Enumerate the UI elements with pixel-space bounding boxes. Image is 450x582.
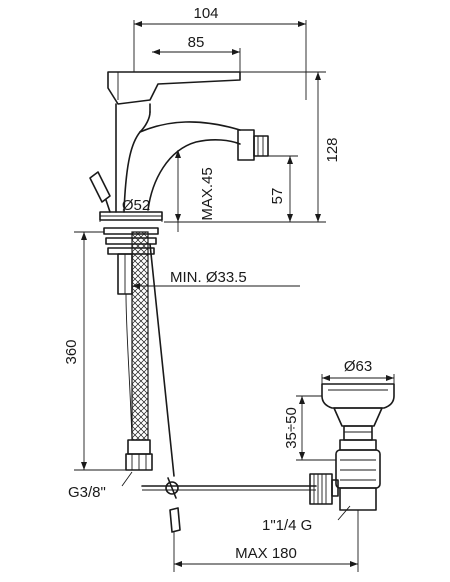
waste-outlet: [339, 487, 377, 511]
waste-body: [335, 449, 381, 489]
label-min-hole: MIN. Ø33.5: [170, 269, 247, 286]
faucet-body: [89, 71, 269, 221]
label-total-height: 128: [324, 137, 341, 162]
dimension-lines: [74, 20, 395, 572]
label-max-rod: MAX 180: [235, 545, 297, 562]
label-base-diameter: Ø52: [122, 197, 150, 214]
washer-top: [103, 227, 159, 235]
label-spout-height: 57: [269, 188, 286, 205]
label-waste-range: 35÷50: [283, 407, 300, 449]
label-hose-length: 360: [63, 339, 80, 364]
mounting-assembly: [103, 227, 317, 533]
spout-bottom: [147, 139, 241, 211]
popup-knob: [89, 171, 111, 203]
rod-clamp: [165, 481, 179, 495]
label-max-height: MAX.45: [199, 167, 216, 220]
label-waste-thread: 1"1/4 G: [262, 517, 312, 534]
popup-rod: [149, 243, 175, 477]
braided-hose: [131, 231, 149, 441]
waste-assembly: [309, 383, 395, 511]
dimension-labels: 104 85 128 MAX.45 57 Ø52 MIN. Ø33.5 360 …: [63, 5, 372, 562]
label-lever-width: 85: [188, 34, 205, 51]
label-waste-diameter: Ø63: [344, 358, 372, 375]
waste-cap: [321, 383, 395, 409]
lever-handle: [107, 71, 241, 105]
hose-nut-top: [127, 439, 151, 455]
rod-end: [169, 507, 181, 533]
waste-nut: [309, 473, 333, 505]
spout-nozzle: [237, 129, 255, 161]
label-hose-thread: G3/8": [68, 484, 106, 501]
waste-neck: [333, 407, 383, 427]
hose-nut: [125, 453, 153, 471]
label-overall-width: 104: [193, 5, 218, 22]
spout-top: [139, 121, 241, 133]
